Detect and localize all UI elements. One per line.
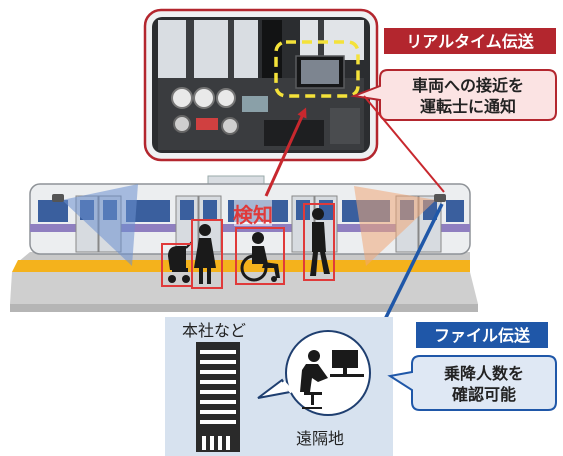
security-camera-icon — [434, 194, 446, 202]
security-camera-icon — [52, 194, 64, 202]
office-building-icon — [196, 342, 240, 452]
detect-label-box — [234, 200, 272, 226]
file-callout — [387, 355, 557, 411]
camera-view-cone-right — [354, 186, 436, 266]
file-badge — [416, 322, 548, 348]
realtime-title: リアルタイム伝送 — [406, 32, 535, 51]
wheelchair-user-icon — [240, 232, 280, 282]
person-silhouette-icon — [310, 208, 330, 276]
realtime-callout — [350, 69, 557, 121]
realtime-message-line1: 車両への接近を — [412, 76, 524, 95]
person-at-computer-icon — [300, 350, 364, 409]
camera-to-cab-line — [363, 95, 445, 193]
file-message-line1: 乗降人数を — [444, 364, 524, 383]
realtime-badge — [384, 28, 556, 54]
stroller-icon — [168, 241, 193, 283]
file-title: ファイル伝送 — [434, 326, 531, 345]
cab-photo — [143, 8, 379, 162]
file-message-line2: 確認可能 — [452, 385, 516, 404]
realtime-message-line2: 運転士に通知 — [420, 97, 516, 116]
camera-view-cone-left — [62, 184, 138, 266]
realtime-arrow — [264, 107, 307, 197]
person-silhouette-icon — [194, 224, 216, 284]
remote-label: 遠隔地 — [296, 429, 344, 448]
detection-box — [235, 227, 285, 285]
detection-box — [191, 219, 223, 289]
hq-label: 本社など — [182, 321, 246, 340]
detection-box — [303, 203, 335, 281]
detect-label: 検知 — [233, 203, 273, 227]
